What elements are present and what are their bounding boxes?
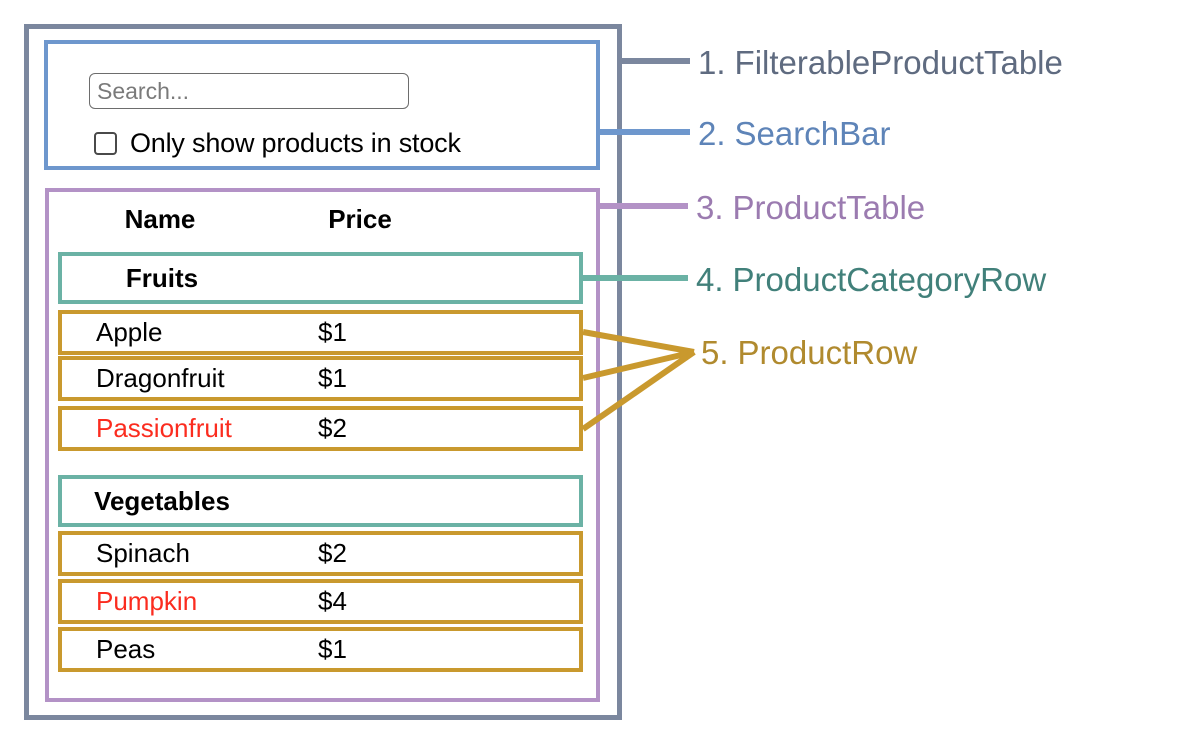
legend-item-1: 1.FilterableProductTable bbox=[698, 44, 1063, 82]
legend-item-4: 4.ProductCategoryRow bbox=[696, 261, 1046, 299]
product-name: Pumpkin bbox=[96, 586, 198, 616]
product-row-peas[interactable]: Peas $1 bbox=[58, 627, 583, 672]
product-price: $1 bbox=[318, 317, 347, 347]
product-table-header: Name Price bbox=[60, 198, 585, 240]
legend-item-5: 5.ProductRow bbox=[701, 334, 917, 372]
product-name: Dragonfruit bbox=[96, 363, 225, 393]
legend-label: FilterableProductTable bbox=[734, 44, 1063, 81]
product-price: $2 bbox=[318, 538, 347, 568]
product-row-pumpkin[interactable]: Pumpkin $4 bbox=[58, 579, 583, 624]
legend-item-3: 3.ProductTable bbox=[696, 189, 925, 227]
legend-label: ProductRow bbox=[737, 334, 918, 371]
product-row-dragonfruit[interactable]: Dragonfruit $1 bbox=[58, 356, 583, 401]
product-price: $4 bbox=[318, 586, 347, 616]
product-row-spinach[interactable]: Spinach $2 bbox=[58, 531, 583, 576]
product-name: Apple bbox=[96, 317, 163, 347]
legend-number: 5. bbox=[701, 334, 729, 371]
legend-number: 1. bbox=[698, 44, 726, 81]
column-header-price: Price bbox=[328, 203, 392, 234]
product-name: Passionfruit bbox=[96, 413, 232, 443]
product-row-apple[interactable]: Apple $1 bbox=[58, 310, 583, 355]
product-price: $1 bbox=[318, 634, 347, 664]
category-label: Fruits bbox=[125, 262, 199, 293]
column-header-name: Name bbox=[124, 203, 196, 234]
stock-filter-row[interactable]: Only show products in stock bbox=[94, 128, 461, 159]
category-label: Vegetables bbox=[94, 485, 230, 516]
product-category-row-fruits: Fruits bbox=[58, 252, 583, 304]
legend-label: SearchBar bbox=[734, 115, 891, 152]
product-row-passionfruit[interactable]: Passionfruit $2 bbox=[58, 406, 583, 451]
legend-number: 4. bbox=[696, 261, 724, 298]
product-name: Spinach bbox=[96, 538, 190, 568]
product-price: $2 bbox=[318, 413, 347, 443]
legend-number: 2. bbox=[698, 115, 726, 152]
stock-filter-checkbox[interactable] bbox=[94, 132, 117, 155]
product-table-frame bbox=[45, 188, 600, 702]
search-bar-frame bbox=[44, 40, 600, 170]
product-category-row-vegetables: Vegetables bbox=[58, 475, 583, 527]
legend-number: 3. bbox=[696, 189, 724, 226]
legend-item-2: 2.SearchBar bbox=[698, 115, 890, 153]
search-input[interactable] bbox=[89, 73, 409, 109]
stock-filter-label: Only show products in stock bbox=[130, 128, 461, 158]
product-name: Peas bbox=[96, 634, 156, 664]
legend-label: ProductTable bbox=[732, 189, 926, 226]
legend-label: ProductCategoryRow bbox=[732, 261, 1047, 298]
product-price: $1 bbox=[318, 363, 347, 393]
